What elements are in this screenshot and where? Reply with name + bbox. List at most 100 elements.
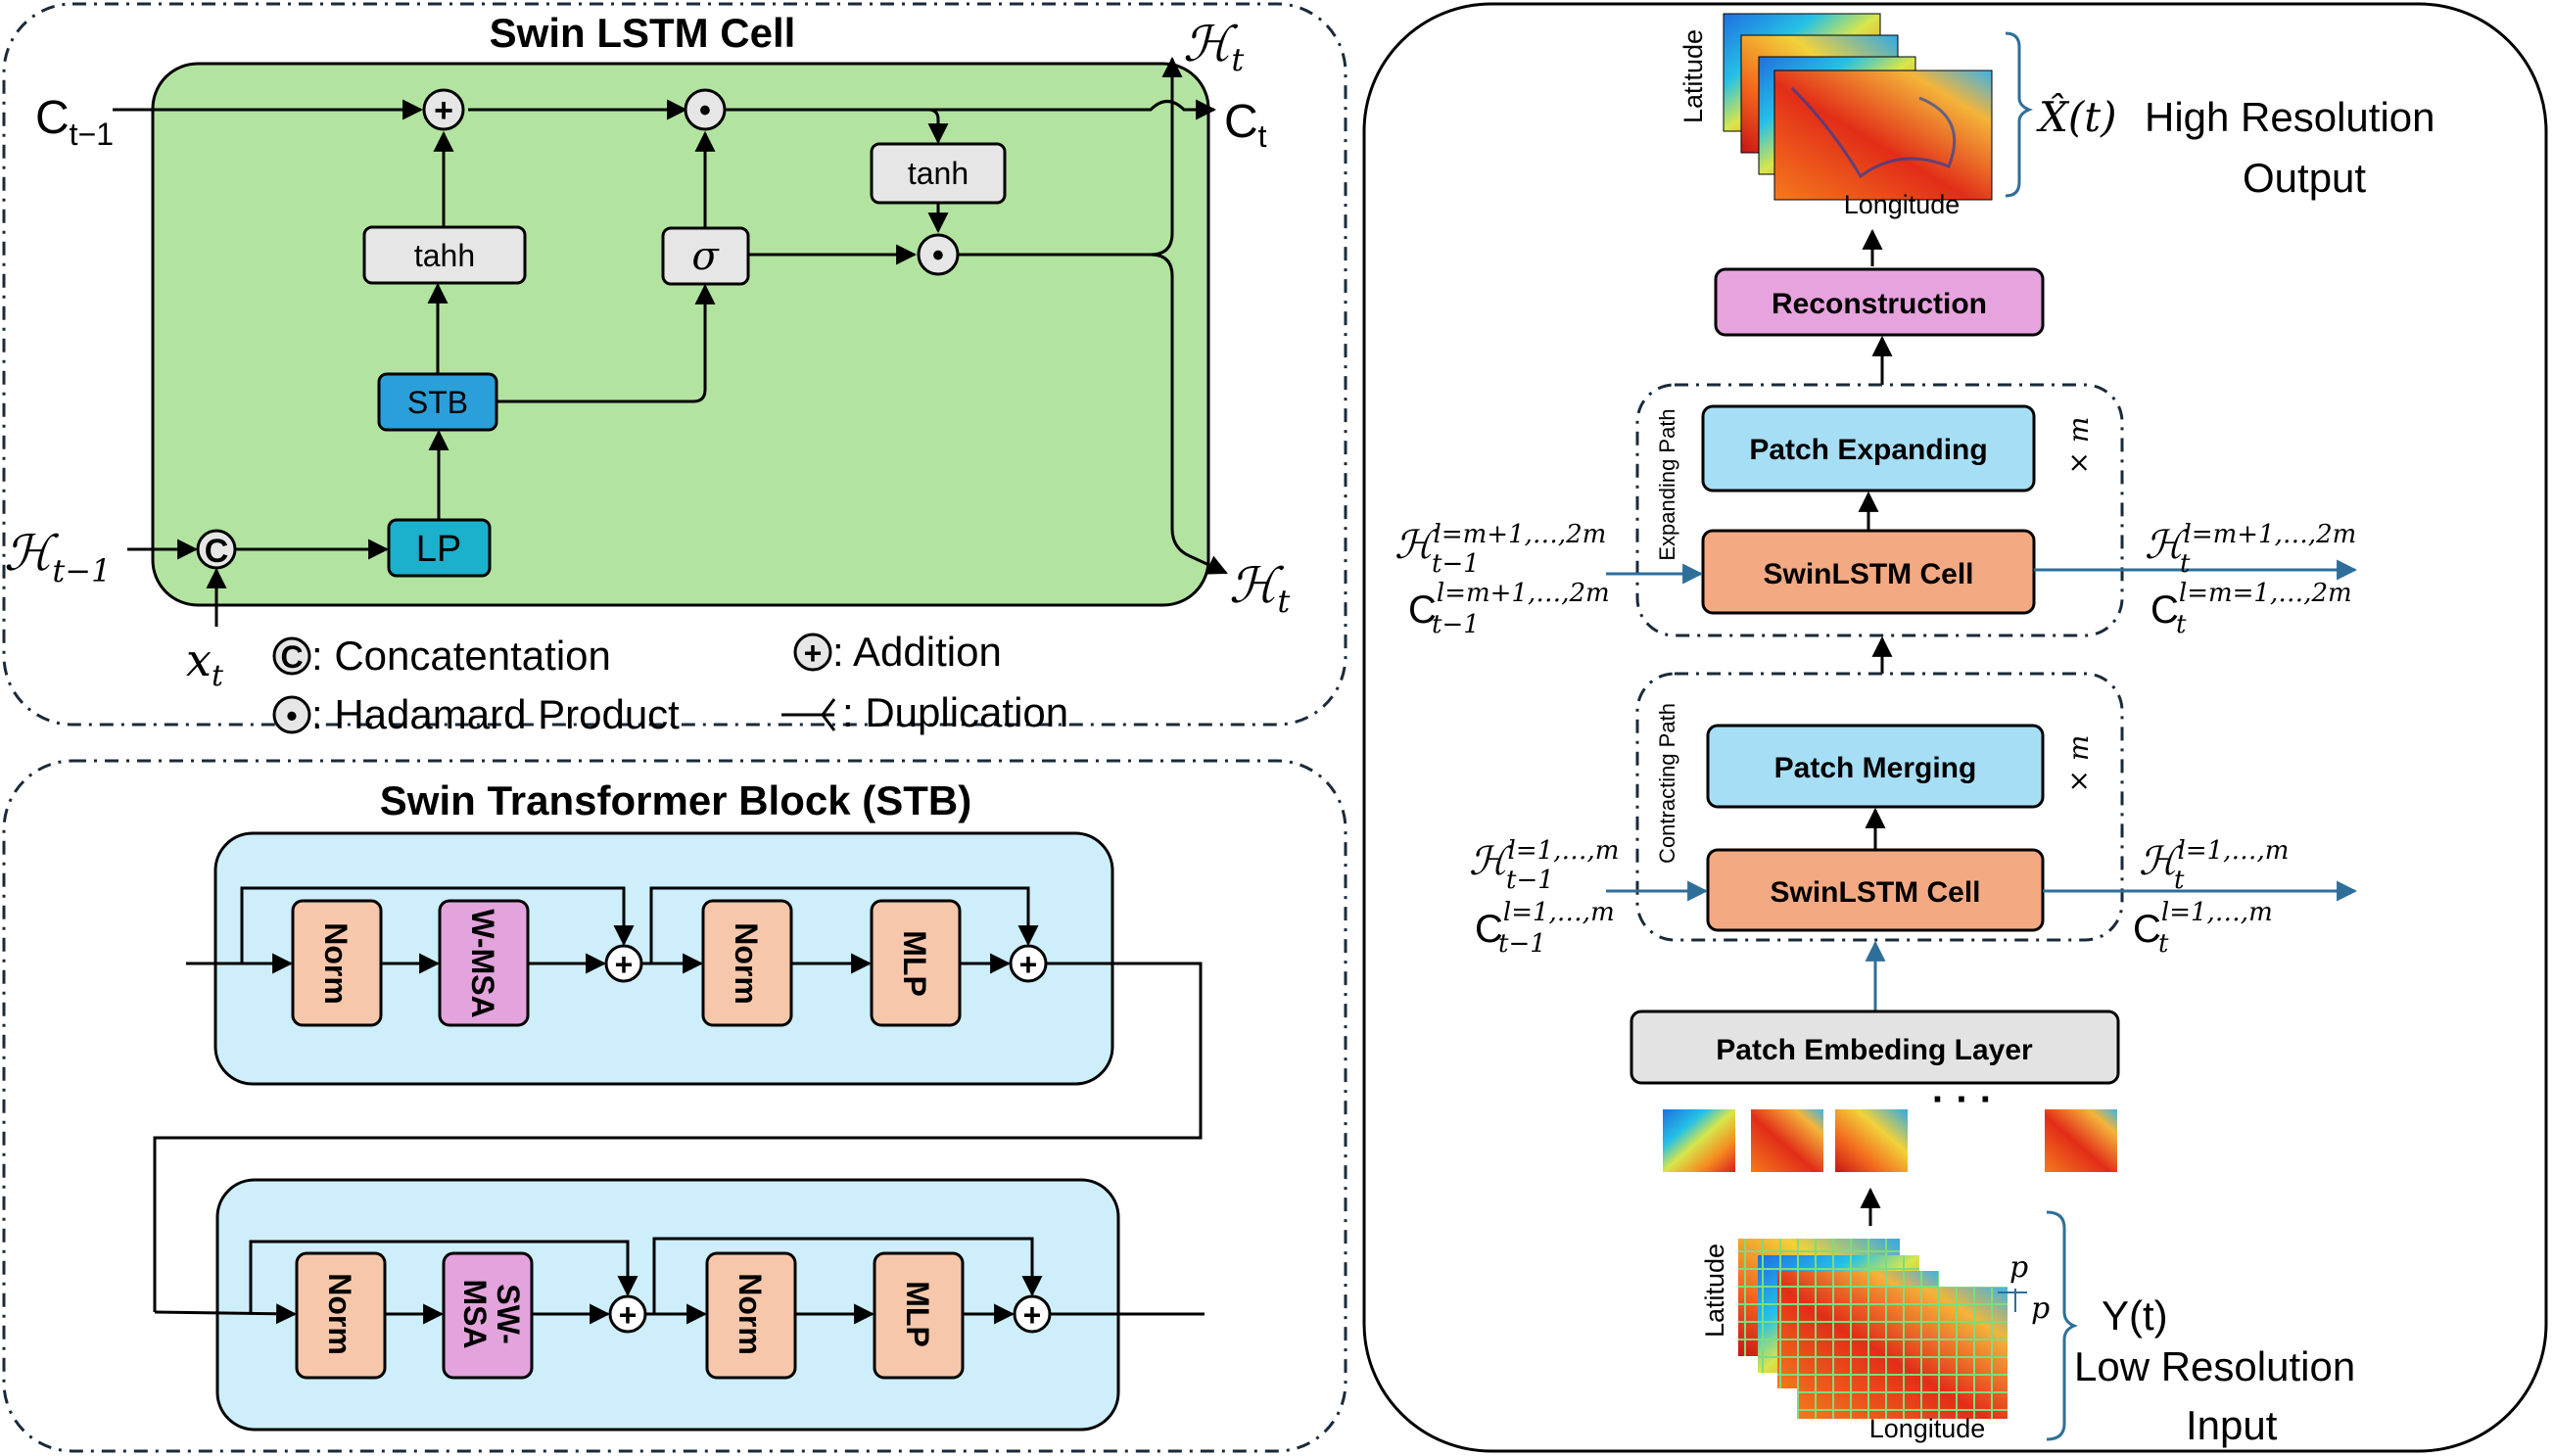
bot-in-c: Cl=1,…,m xyxy=(1475,898,1615,951)
expanding-path-group xyxy=(1635,383,2124,637)
top-out-h-sub: t xyxy=(2180,549,2191,579)
swin-lstm-title: Swin LSTM Cell xyxy=(490,10,796,56)
bot-out-c: Cl=1,…,m xyxy=(2133,898,2273,951)
concat-op-symbol: C xyxy=(205,533,229,570)
patch-merging-label: Patch Merging xyxy=(1774,752,1977,784)
add-op-symbol: + xyxy=(434,92,453,129)
reconstruction-label: Reconstruction xyxy=(1772,288,1987,320)
patch-embedding-label: Patch Embeding Layer xyxy=(1716,1034,2033,1066)
output-symbol: X̂(t) xyxy=(2036,91,2117,141)
contracting-path-group xyxy=(1635,672,2124,942)
tanh-left-label: tahh xyxy=(414,238,475,273)
stb-row1-mlp-label: MLP xyxy=(897,930,932,997)
stb-row1-msa-label: W-MSA xyxy=(465,909,500,1017)
bot-in-h-sub: t−1 xyxy=(1506,866,1554,895)
legend: C : Concatentation • : Hadamard Product … xyxy=(272,629,1068,737)
legend-concat-icon xyxy=(272,636,311,676)
legend-addition-label: : Addition xyxy=(832,629,1002,675)
stb-row1-norm2-label: Norm xyxy=(729,922,764,1005)
top-out-h: ℋl=m+1,…,2m xyxy=(2145,520,2356,568)
output-heatmap-stack xyxy=(1723,13,1993,201)
output-line2: Output xyxy=(2243,155,2366,201)
patch-thumb-2 xyxy=(1751,1109,1823,1172)
legend-concat-label: : Concatentation xyxy=(311,633,611,679)
output-latitude-label: Latitude xyxy=(1678,29,1708,123)
patch-thumb-3 xyxy=(1835,1109,1908,1172)
top-in-c: Cl=m+1,…,2m xyxy=(1408,579,1610,632)
swin-lstm-cell-panel: Swin LSTM Cell Ct−1 Ct + • tanh • ℋt ℋt … xyxy=(2,2,1347,737)
pipeline-panel-border xyxy=(1362,2,2548,1453)
times-m-top: × m xyxy=(2062,417,2095,475)
mul-op-top-symbol: • xyxy=(699,92,711,129)
contracting-path-label: Contracting Path xyxy=(1655,703,1679,864)
stb-row1-norm1-label: Norm xyxy=(318,922,354,1005)
h-out-right-label: ℋt xyxy=(1229,557,1290,620)
legend-addition-symbol: + xyxy=(804,635,823,671)
stb-row1-add2-symbol: + xyxy=(1019,947,1038,982)
patch-thumb-1 xyxy=(1663,1109,1735,1172)
swin-lstm-body xyxy=(151,62,1210,607)
stb-row1-add1-symbol: + xyxy=(615,947,634,982)
patch-size-p1: p xyxy=(2009,1250,2028,1285)
x-in-label: xt xyxy=(186,634,224,693)
output-longitude-label: Longitude xyxy=(1844,190,1961,219)
patch-expanding-label: Patch Expanding xyxy=(1749,434,1987,466)
bot-in-c-sub: t−1 xyxy=(1498,929,1546,959)
stb-row2-mlp-label: MLP xyxy=(900,1281,935,1347)
sigma-label: σ xyxy=(691,234,720,279)
top-in-h-sub: t−1 xyxy=(1432,549,1480,579)
bot-out-h: ℋl=1,…,m xyxy=(2139,836,2289,884)
bot-out-c-sub: t xyxy=(2158,929,2169,959)
stb-row2-msa-label2: MSA xyxy=(457,1279,493,1348)
stb-panel-border xyxy=(2,759,1347,1453)
top-out-c: Cl=m=1,…,2m xyxy=(2150,579,2352,632)
input-heatmap-stack xyxy=(1738,1239,2008,1419)
input-brace xyxy=(2046,1210,2079,1441)
legend-hadamard-symbol: • xyxy=(286,698,297,733)
input-longitude-label: Longitude xyxy=(1869,1414,1986,1443)
stb-label: STB xyxy=(407,385,468,420)
c-out-label: Ct xyxy=(1224,96,1267,154)
stb-panel: Swin Transformer Block (STB) Norm W-MSA … xyxy=(2,759,1347,1453)
input-symbol: Y(t) xyxy=(2102,1292,2168,1339)
reconstruction-box xyxy=(1714,267,2045,337)
stb-row2-norm1-label: Norm xyxy=(322,1273,357,1355)
swinlstm-cell-bottom-label: SwinLSTM Cell xyxy=(1770,876,1980,909)
bot-in-h: ℋl=1,…,m xyxy=(1469,836,1619,884)
top-out-c-sub: t xyxy=(2176,610,2187,639)
bot-out-h-sub: t xyxy=(2174,866,2185,895)
patch-embedding-box xyxy=(1630,1010,2120,1085)
h-out-top-label: ℋt xyxy=(1183,16,1244,78)
patch-thumbnails xyxy=(1663,1109,2117,1172)
pipeline-panel: Latitude Longitude X̂(t) High Resolution… xyxy=(1362,2,2548,1453)
mul-op-top xyxy=(684,88,727,131)
patch-thumb-4 xyxy=(2045,1109,2117,1172)
add-op xyxy=(422,88,465,131)
stb-title: Swin Transformer Block (STB) xyxy=(380,777,971,823)
mul-op-lower-symbol: • xyxy=(932,237,944,274)
stb-row2-norm2-label: Norm xyxy=(733,1273,768,1355)
stb-row2-msa-label1: SW- xyxy=(491,1284,526,1344)
times-m-bottom: × m xyxy=(2062,735,2095,793)
swinlstm-cell-top-label: SwinLSTM Cell xyxy=(1763,558,1973,590)
tanh-right-label: tanh xyxy=(908,156,969,191)
patch-merging-box xyxy=(1706,724,2045,809)
patch-expanding-box xyxy=(1701,404,2036,493)
output-line1: High Resolution xyxy=(2145,94,2435,140)
legend-hadamard-label: : Hadamard Product xyxy=(311,691,680,737)
legend-duplication-icon xyxy=(781,698,836,731)
expanding-path-label: Expanding Path xyxy=(1655,408,1679,560)
c-prev-label: Ct−1 xyxy=(35,92,114,152)
input-line2: Input xyxy=(2186,1402,2278,1448)
legend-addition-icon xyxy=(793,633,832,672)
stb-row2-add2-symbol: + xyxy=(1023,1297,1042,1333)
legend-hadamard-icon xyxy=(272,695,311,734)
patch-dots: · · · xyxy=(1932,1078,1993,1121)
top-in-h: ℋl=m+1,…,2m xyxy=(1394,520,1606,568)
patch-size-p2: p xyxy=(2031,1292,2050,1326)
input-line1: Low Resolution xyxy=(2074,1343,2355,1389)
h-prev-label: ℋt−1 xyxy=(4,525,111,589)
legend-concat-symbol: C xyxy=(280,639,303,675)
stb-row2-add1-symbol: + xyxy=(619,1297,638,1333)
